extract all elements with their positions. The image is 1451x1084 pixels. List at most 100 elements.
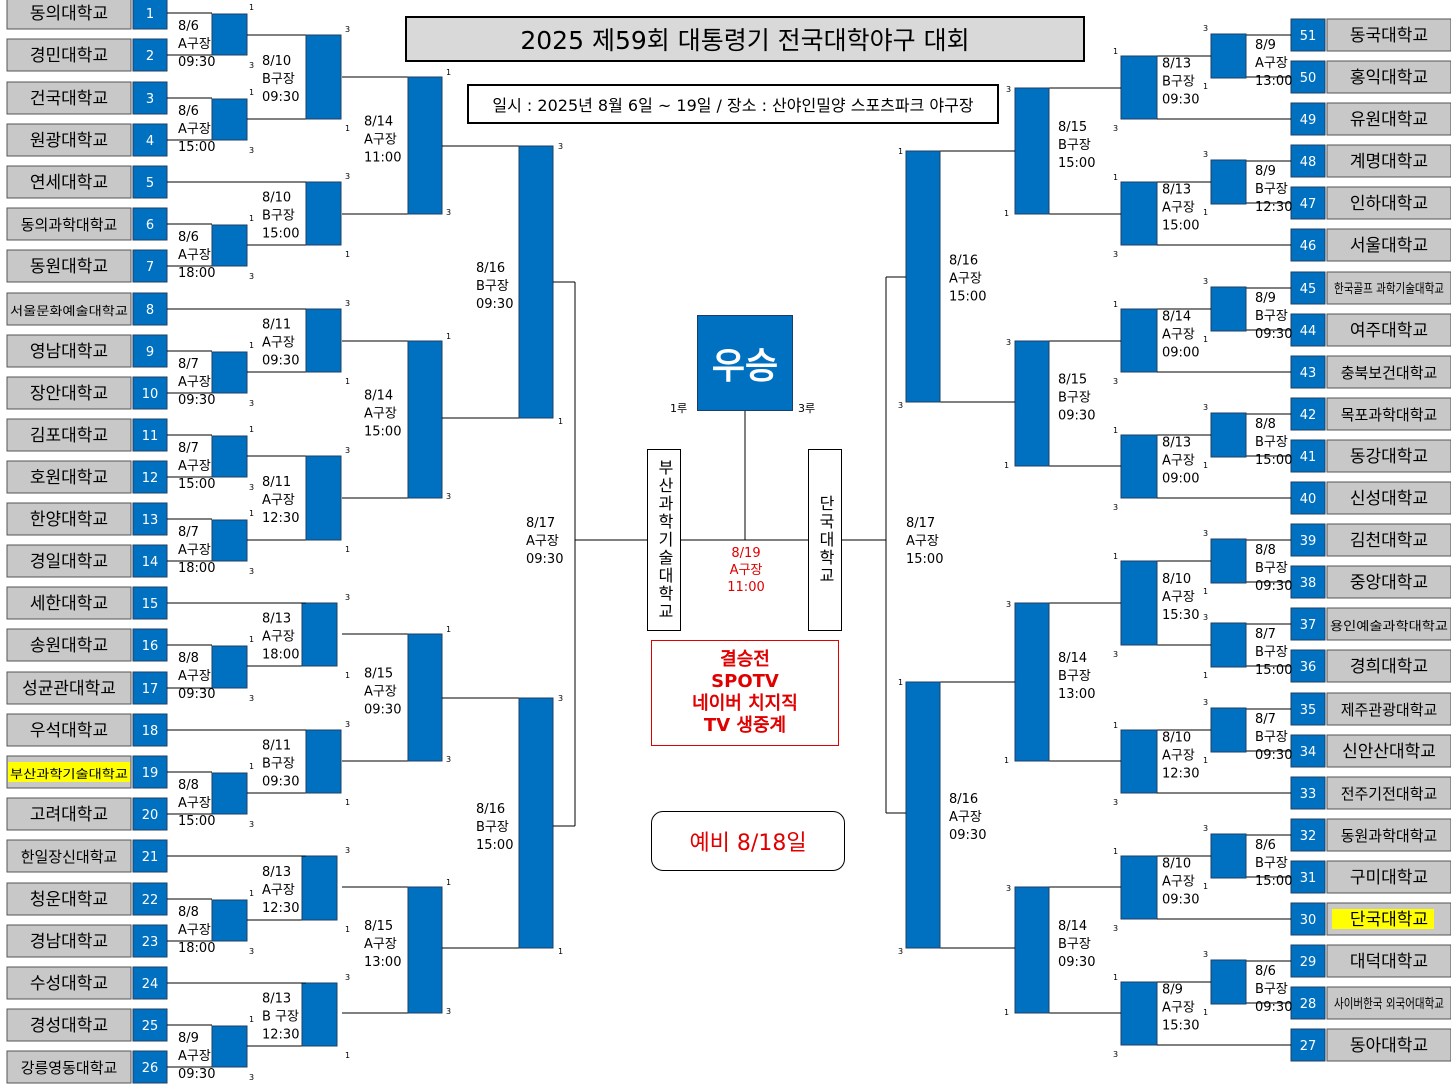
team-name: 동원과학대학교 <box>1341 827 1438 845</box>
match-box <box>301 602 338 667</box>
seed-score-mark: 1 <box>249 214 254 223</box>
seed-score-mark: 1 <box>446 332 451 341</box>
team-name-box <box>1326 649 1451 683</box>
match-box <box>1210 538 1247 584</box>
seed-score-mark: 1 <box>1113 847 1118 856</box>
team-name-box <box>1326 18 1451 52</box>
match-box <box>905 681 941 949</box>
seed-score-mark: 1 <box>898 147 903 156</box>
match-box <box>1210 622 1247 668</box>
match-box <box>1210 833 1247 879</box>
schedule-info: 일시 : 2025년 8월 6일 ~ 19일 / 장소 : 산야인밀양 스포츠파… <box>467 84 999 124</box>
team-name-box <box>6 502 132 536</box>
match-date: 8/13 <box>1162 57 1191 72</box>
match-venue: B구장 <box>1058 937 1091 952</box>
seed-score-mark: 1 <box>1203 587 1208 596</box>
match-date: 8/7 <box>1255 627 1276 642</box>
match-box <box>1210 286 1247 332</box>
team-number-box <box>132 418 168 452</box>
match-date: 8/13 <box>1162 183 1191 198</box>
match-box <box>305 308 342 373</box>
match-time: 09:00 <box>1162 472 1199 487</box>
team-name: 장안대학교 <box>30 384 108 404</box>
match-venue: A구장 <box>1162 1001 1195 1016</box>
team-name-box <box>6 460 132 494</box>
match-venue: A구장 <box>262 336 295 351</box>
highlight-mark <box>1332 909 1434 929</box>
match-venue: A구장 <box>1162 201 1195 216</box>
match-date: 8/9 <box>178 1031 199 1046</box>
team-name: 동의대학교 <box>30 4 108 24</box>
team-number-box <box>132 713 168 747</box>
match-venue: A구장 <box>178 796 211 811</box>
match-time: 09:30 <box>178 55 215 70</box>
team-name-box <box>6 334 132 368</box>
team-number: 50 <box>1300 71 1317 86</box>
page-title: 2025 제59회 대통령기 전국대학야구 대회 <box>405 16 1085 62</box>
team-number: 33 <box>1300 787 1317 802</box>
match-box <box>211 224 248 267</box>
finalist-right: 단국대학교 <box>808 449 842 631</box>
match-date: 8/6 <box>1255 838 1276 853</box>
team-name: 청운대학교 <box>30 890 108 910</box>
match-box <box>1210 159 1247 205</box>
broadcast-line-2: SPOTV <box>711 671 779 692</box>
team-number: 15 <box>142 597 159 612</box>
seed-score-mark: 3 <box>1203 24 1208 33</box>
match-box <box>407 633 443 762</box>
team-name-box <box>6 839 132 873</box>
match-box <box>407 340 443 499</box>
seed-score-mark: 1 <box>1203 882 1208 891</box>
match-box <box>211 351 248 394</box>
match-venue: A구장 <box>262 630 295 645</box>
team-name-box <box>6 586 132 620</box>
team-name: 신성대학교 <box>1350 489 1428 509</box>
team-number: 14 <box>142 555 159 570</box>
match-venue: A구장 <box>1162 328 1195 343</box>
seed-score-mark: 1 <box>446 625 451 634</box>
team-number-box <box>1290 481 1326 515</box>
seed-score-mark: 3 <box>345 172 350 181</box>
match-date: 8/14 <box>364 389 393 404</box>
seed-score-mark: 1 <box>1203 461 1208 470</box>
match-venue: A구장 <box>178 37 211 52</box>
team-name: 신안산대학교 <box>1342 742 1436 762</box>
match-venue: B구장 <box>1255 561 1288 576</box>
match-date: 8/16 <box>476 802 505 817</box>
team-name-box <box>6 38 132 72</box>
seed-score-mark: 1 <box>1203 82 1208 91</box>
team-number: 30 <box>1300 913 1317 928</box>
seed-score-mark: 1 <box>1004 1008 1009 1017</box>
team-number: 1 <box>146 7 154 22</box>
team-number: 29 <box>1300 955 1317 970</box>
match-box <box>305 455 342 541</box>
team-number: 7 <box>146 260 154 275</box>
seed-score-mark: 3 <box>1203 150 1208 159</box>
match-time: 15:00 <box>178 477 215 492</box>
team-name-box <box>6 376 132 410</box>
seed-score-mark: 3 <box>1006 600 1011 609</box>
match-box <box>1120 181 1158 246</box>
match-venue: A구장 <box>1162 454 1195 469</box>
match-venue: A구장 <box>178 122 211 137</box>
team-name-box <box>1326 692 1451 726</box>
match-venue: B구장 <box>1058 669 1091 684</box>
team-name: 단국대학교 <box>1350 910 1428 930</box>
team-name: 호원대학교 <box>30 468 108 488</box>
match-box <box>1014 602 1050 762</box>
first-base-label: 1루 <box>670 402 688 415</box>
match-date: 8/14 <box>364 115 393 130</box>
match-venue: A구장 <box>949 272 982 287</box>
team-number-box <box>1290 818 1326 852</box>
match-time: 09:30 <box>364 703 401 718</box>
seed-score-mark: 1 <box>1203 335 1208 344</box>
match-time: 12:30 <box>262 1028 299 1043</box>
team-name-box <box>1326 397 1451 431</box>
seed-score-mark: 3 <box>249 567 254 576</box>
team-name: 경희대학교 <box>1350 657 1428 677</box>
team-number-box <box>1290 397 1326 431</box>
team-name-box <box>1326 313 1451 347</box>
seed-score-mark: 3 <box>446 492 451 501</box>
match-box <box>905 150 941 403</box>
match-time: 15:00 <box>906 552 943 567</box>
